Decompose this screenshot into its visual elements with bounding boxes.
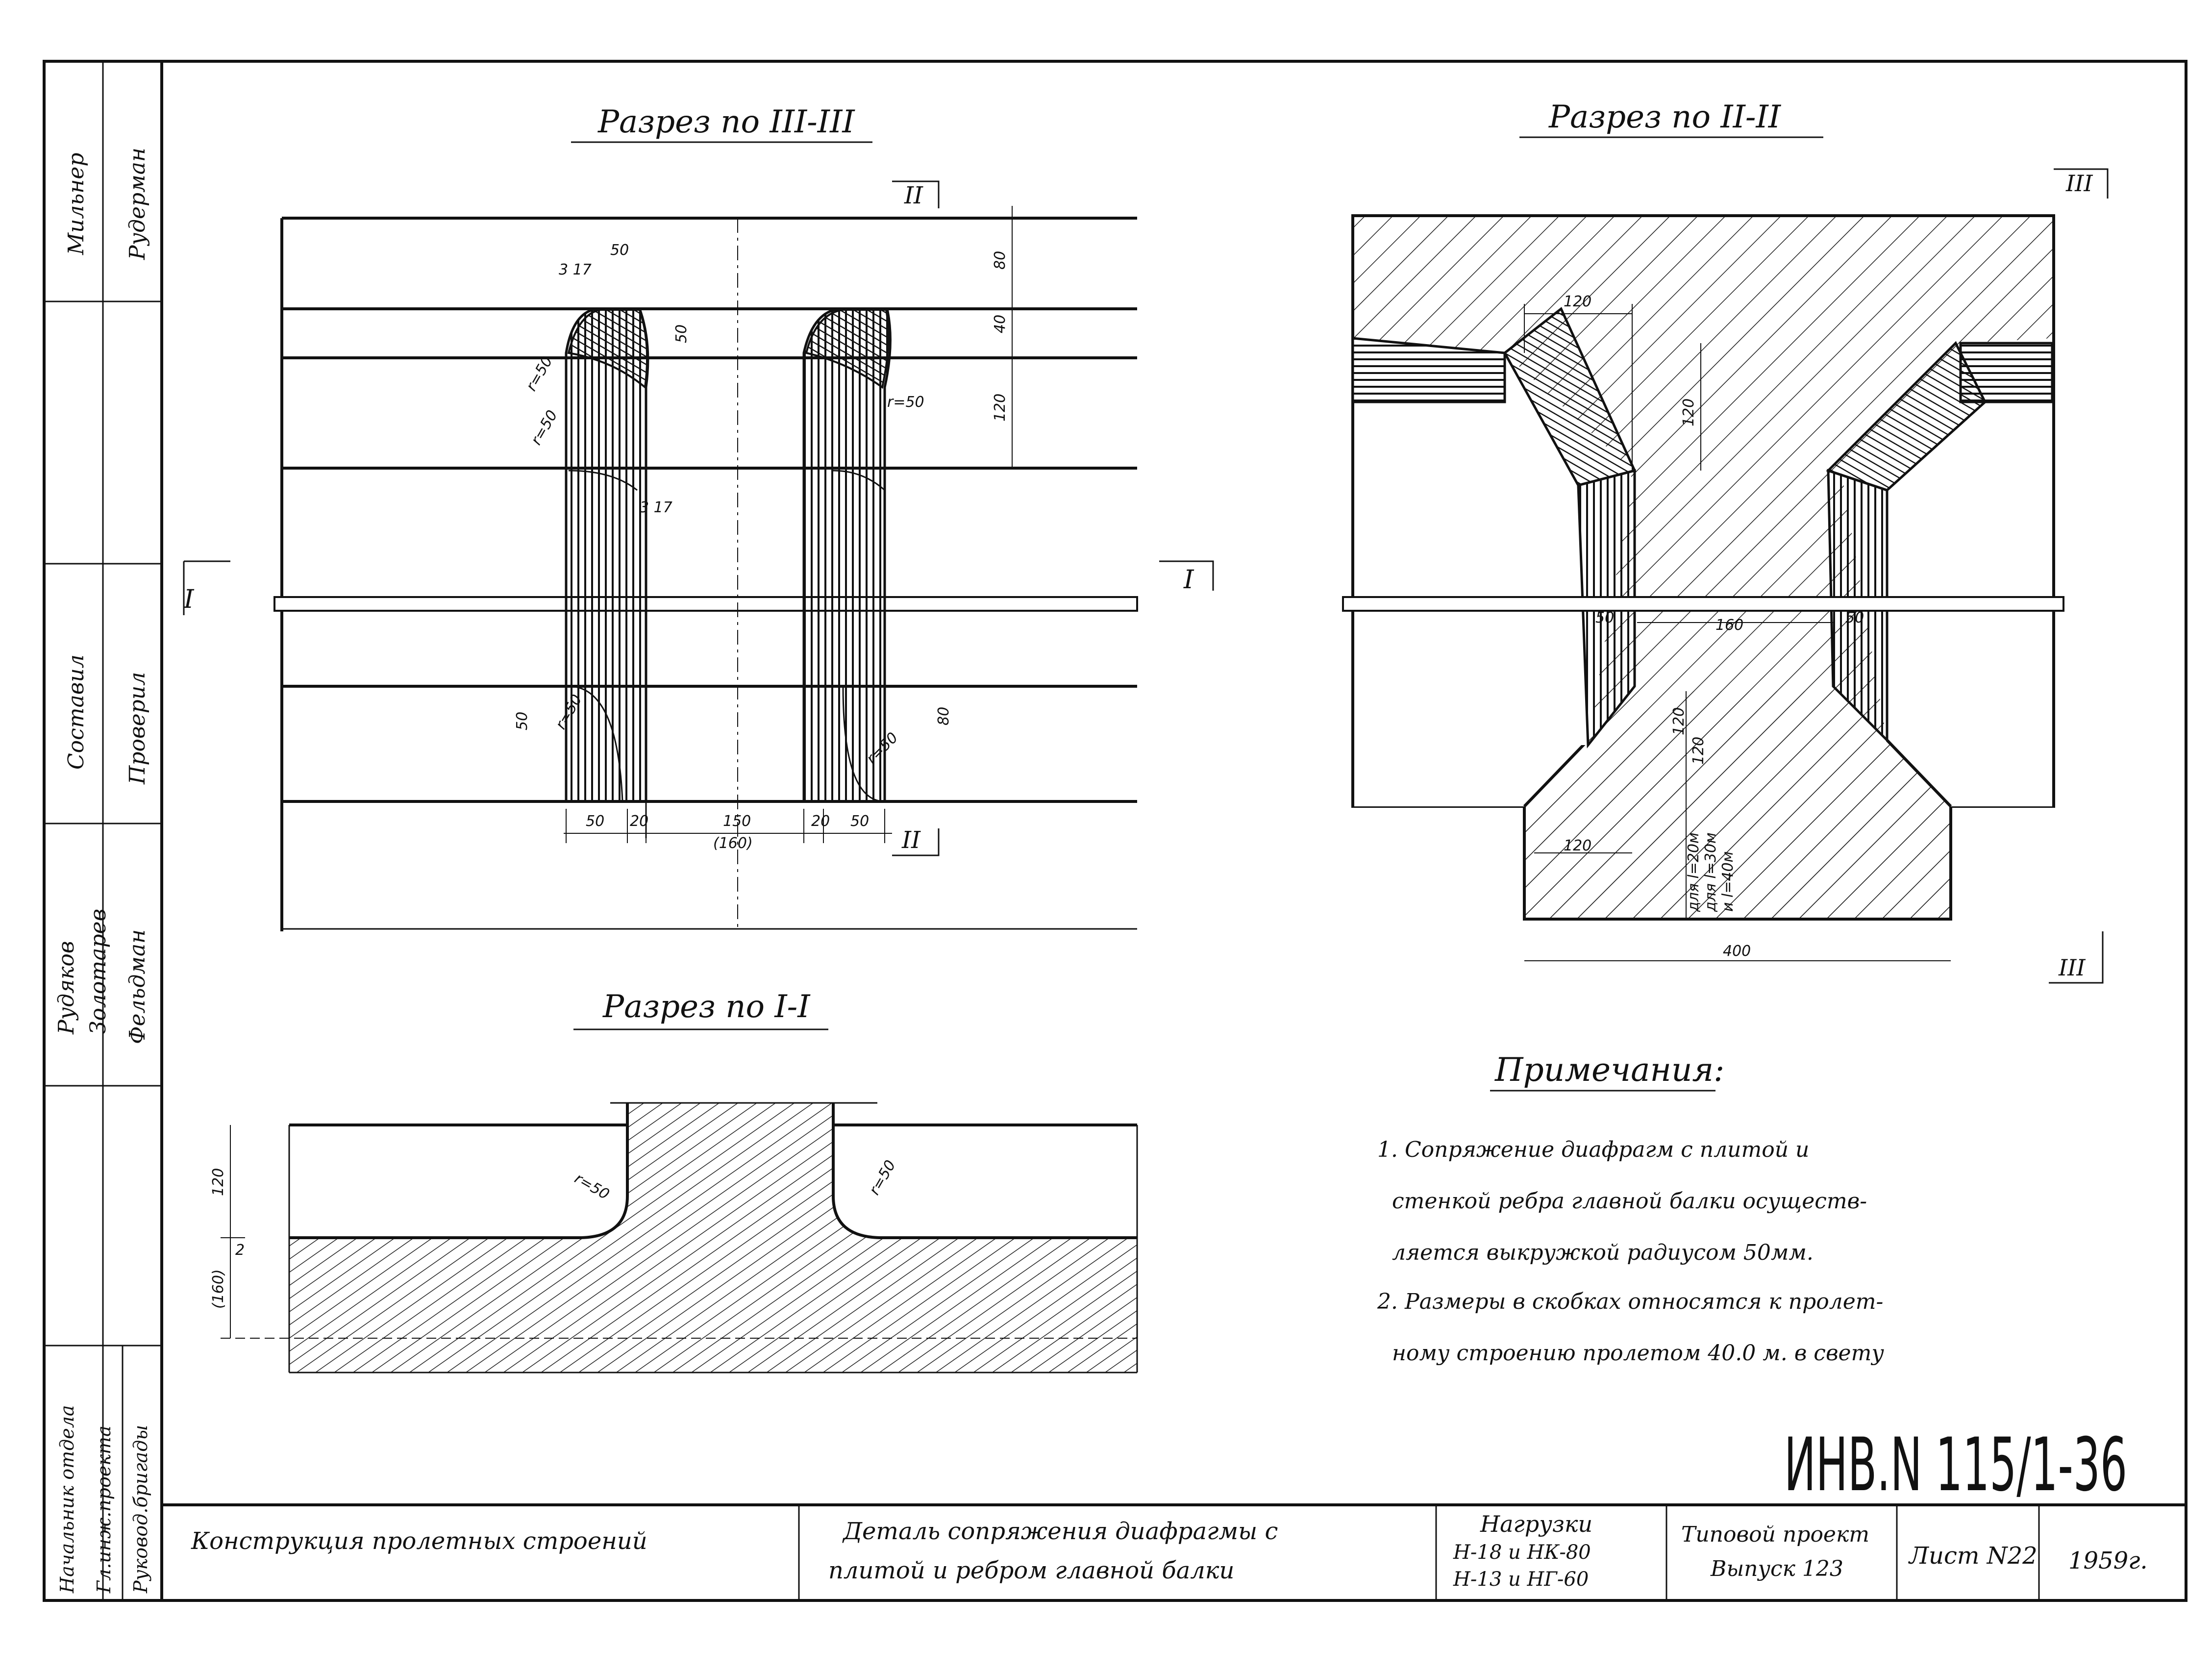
stamp-feldman: Фельдман (125, 929, 150, 1044)
notes: Примечания: 1. Сопряжение диафрагм с пли… (1377, 1051, 1884, 1366)
note-line-5: ному строению пролетом 40.0 м. в свету (1392, 1341, 1884, 1366)
cut-mark-iii-top: III (2065, 170, 2093, 197)
tb-loads-heading: Нагрузки (1480, 1511, 1592, 1537)
dim-160: (160) (210, 1269, 227, 1309)
dim-50-low: 50 (514, 712, 531, 730)
dim-2: 2 (235, 1242, 245, 1259)
section-i-title: Разрез по I-I (602, 989, 811, 1025)
radius-50-left: r=50 (572, 1170, 612, 1203)
dim-120: 120 (992, 394, 1009, 422)
tb-sheet-number: Лист N22 (1908, 1542, 2038, 1570)
tb-project-1: Типовой проект (1681, 1522, 1869, 1547)
dim-bottom-20-right: 20 (811, 813, 830, 830)
dim-120-b: 120 (1690, 737, 1707, 765)
note-line-4: 2. Размеры в скобках относятся к пролет- (1377, 1289, 1883, 1314)
section-i-i: Разрез по I-I 120 (160) 2 r=50 r=50 (210, 989, 1138, 1373)
radius-50-right: r=50 (866, 1157, 899, 1198)
stamp-ruderman: Рудерман (125, 148, 150, 260)
dim-bottom-20-left: 20 (630, 813, 648, 830)
label-l20: для l=20м (1685, 832, 1702, 912)
tb-project-2: Выпуск 123 (1710, 1556, 1843, 1581)
label-l30: для l=30м (1702, 832, 1719, 912)
stamp-zolotarev: Золотарев (86, 909, 111, 1034)
notes-heading: Примечания: (1494, 1051, 1724, 1089)
tb-loads-2: Н-13 и НГ-60 (1453, 1568, 1589, 1591)
tb-year: 1959г. (2068, 1547, 2148, 1574)
stamp-sostavil: Составил (64, 654, 89, 770)
note-line-1: 1. Сопряжение диафрагм с плитой и (1377, 1137, 1809, 1162)
cut-mark-i-right: I (1183, 565, 1194, 595)
dim-400: 400 (1723, 943, 1751, 960)
dim-50-right: 50 (673, 325, 690, 343)
dim-50-top: 50 (610, 242, 629, 259)
dim-120-c: 120 (1564, 837, 1591, 854)
dim-50-right: 50 (1845, 609, 1864, 626)
radius-50-c: r=50 (887, 394, 924, 411)
tb-detail-1: Деталь сопряжения диафрагмы с (842, 1518, 1278, 1545)
label-l40: и l=40м (1719, 851, 1737, 912)
dim-bottom-50-left: 50 (586, 813, 604, 830)
tb-detail-2: плитой и ребром главной балки (828, 1557, 1234, 1584)
stamp-gl-inzh: Гл.инж.проекта (93, 1425, 115, 1594)
dim-40: 40 (992, 315, 1009, 333)
cut-mark-ii-top: II (904, 182, 923, 209)
dim-120: 120 (210, 1168, 227, 1196)
cut-mark-i-left: I (183, 585, 195, 614)
dim-50-left: 50 (1595, 609, 1614, 626)
dim-120-a: 120 (1670, 707, 1688, 735)
stamp-proveril: Проверил (125, 672, 150, 785)
dim-3-17-top: 3 17 (559, 261, 592, 278)
stamp-rudyakov: Рудяков (54, 941, 79, 1035)
dim-120-vertical: 120 (1680, 399, 1697, 426)
dim-120-top: 120 (1564, 293, 1591, 310)
dim-bottom-50-right: 50 (850, 813, 869, 830)
dim-160: 160 (1715, 617, 1743, 634)
dim-80-low: 80 (935, 707, 952, 725)
section-ii-title: Разрез по II-II (1548, 99, 1782, 135)
note-line-3: ляется выкружкой радиусом 50мм. (1392, 1240, 1814, 1265)
cut-mark-iii-bottom: III (2058, 954, 2086, 981)
section-iii-title: Разрез по III-III (597, 104, 855, 140)
stamp-rukovod: Руковод.бригады (130, 1425, 151, 1594)
cut-mark-ii-bottom: II (901, 826, 921, 854)
note-line-2: стенкой ребра главной балки осуществ- (1392, 1189, 1867, 1214)
dim-bottom-160: (160) (713, 835, 753, 852)
side-stamp: Мильнер Рудерман Составил Проверил Рудяк… (54, 148, 151, 1594)
tb-loads-1: Н-18 и НК-80 (1453, 1541, 1591, 1564)
sheet-frame (43, 60, 2187, 1602)
sheet-code: ИНВ.N 115/1-36 (1784, 1423, 2127, 1508)
tb-construction: Конструкция пролетных строений (191, 1527, 647, 1555)
dim-bottom-150: 150 (723, 813, 751, 830)
dim-3-17-mid: 3 17 (640, 499, 672, 516)
title-block: Конструкция пролетных строений Деталь со… (191, 1511, 2148, 1591)
radius-50-a: r=50 (523, 353, 556, 394)
stamp-milner: Мильнер (64, 152, 89, 255)
dim-80: 80 (992, 251, 1009, 270)
section-ii-ii: Разрез по II-II 120 1 (1342, 99, 2109, 984)
radius-50-b: r=50 (528, 407, 561, 448)
stamp-nachalnik-otdela: Начальник отдела (56, 1405, 78, 1594)
section-iii-iii: Разрез по III-III (183, 104, 1214, 931)
